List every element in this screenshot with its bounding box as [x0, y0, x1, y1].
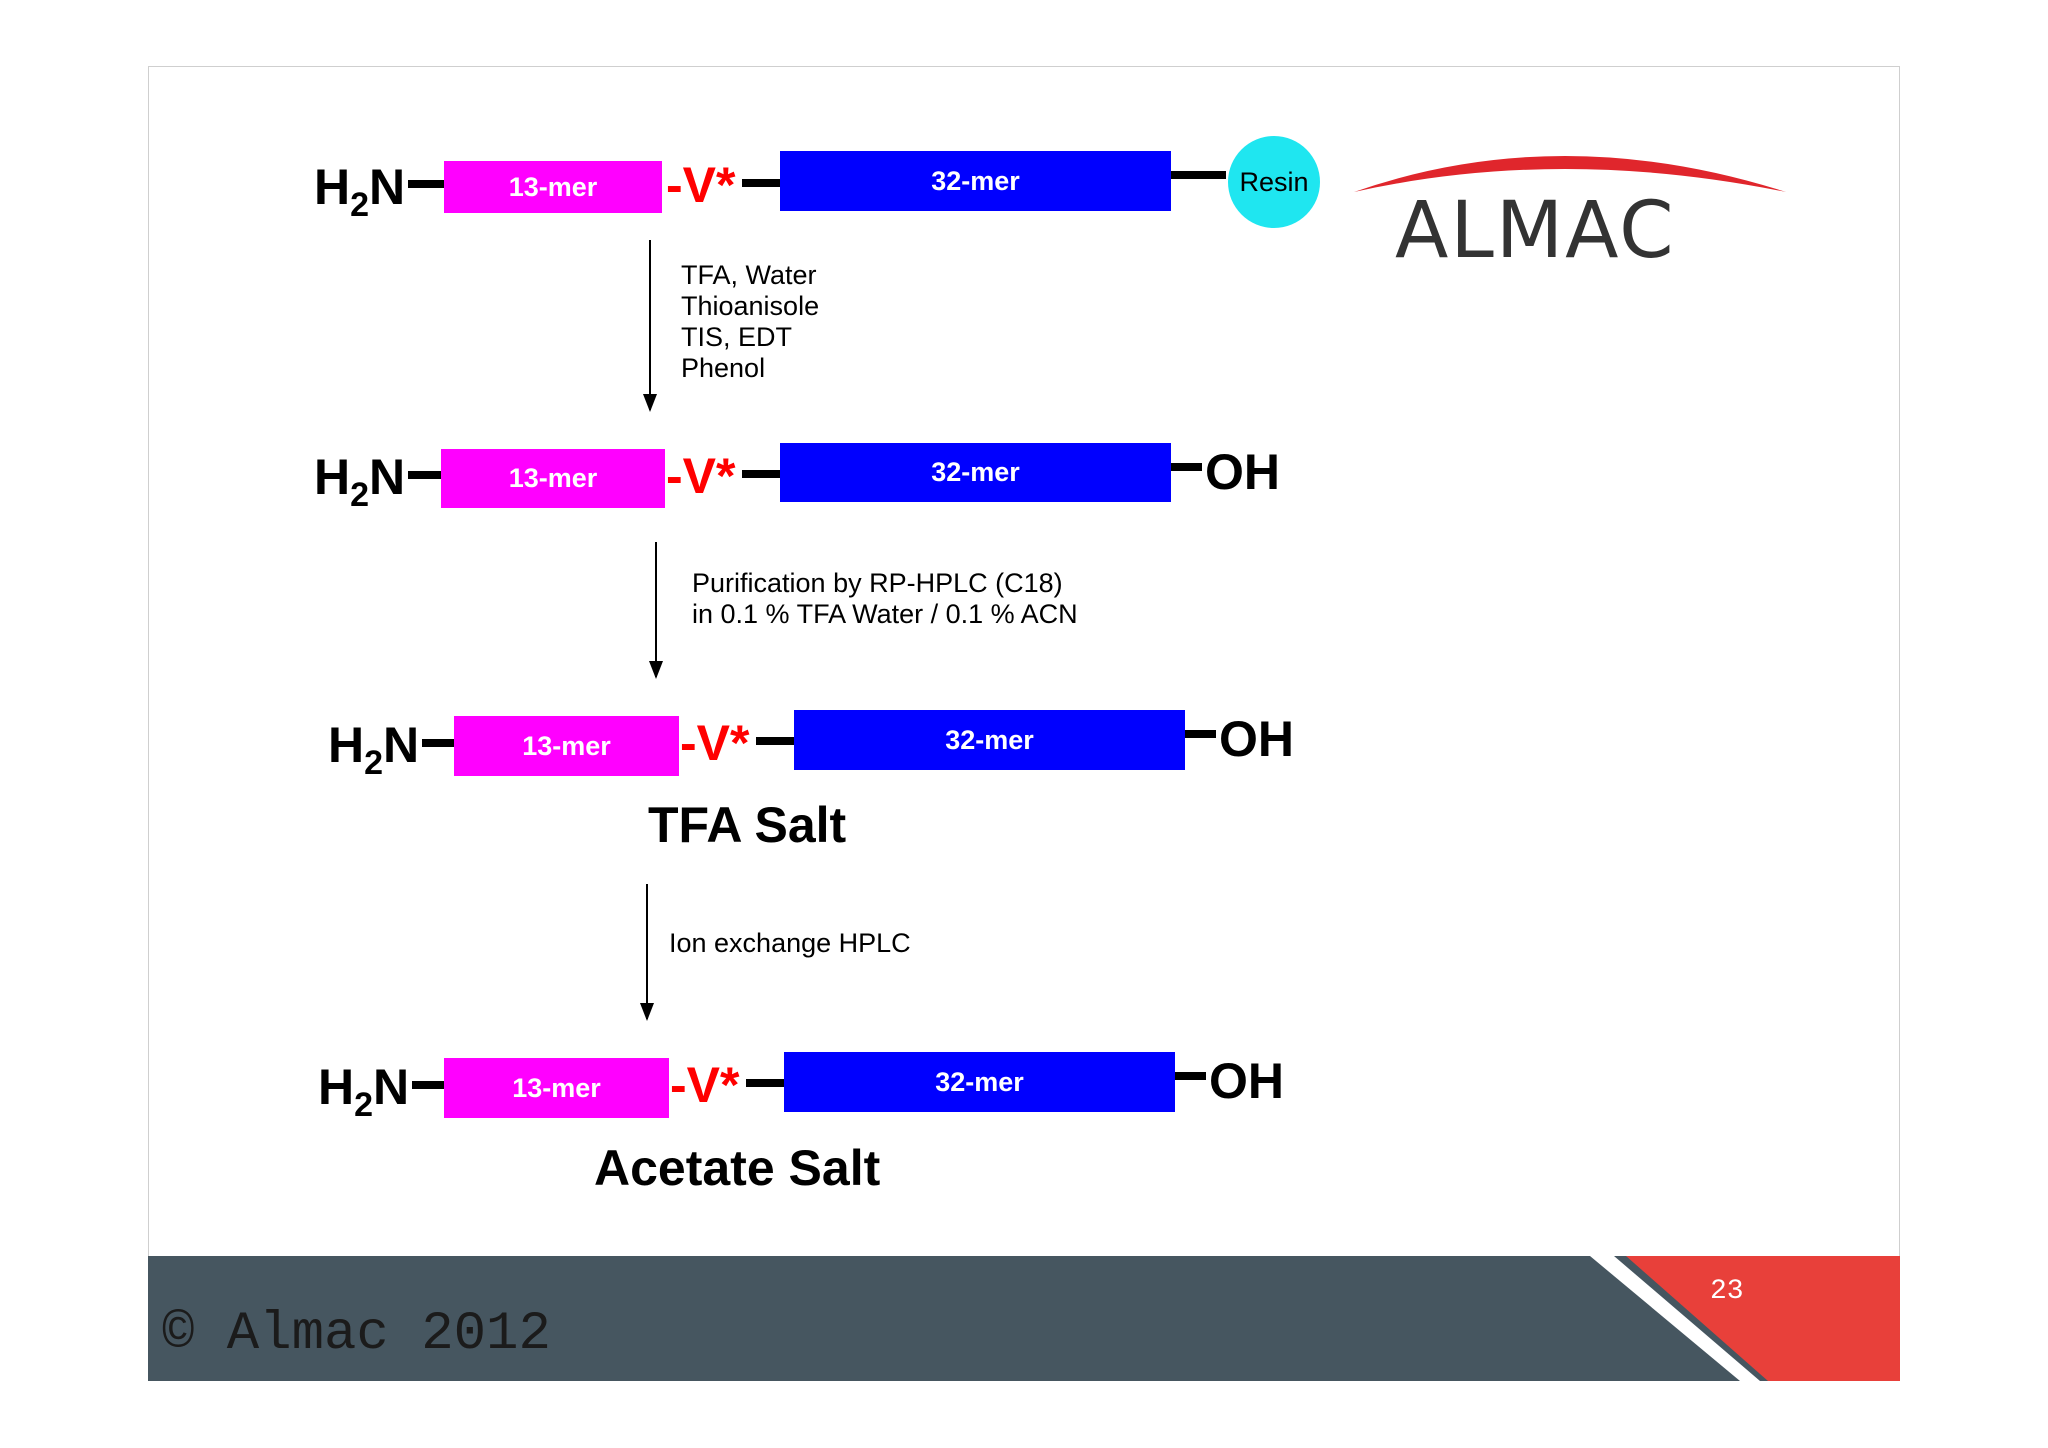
- bond: [422, 739, 454, 747]
- segment-32mer: 32-mer: [784, 1052, 1175, 1112]
- condition-line: Thioanisole: [681, 291, 820, 321]
- amine-group: H2N: [318, 1059, 410, 1124]
- reaction-conditions: Purification by RP-HPLC (C18) in 0.1 % T…: [692, 568, 1078, 630]
- copyright-text: © Almac 2012: [162, 1304, 551, 1365]
- footer-bar: [148, 1256, 1900, 1381]
- condition-line: Phenol: [681, 353, 766, 383]
- footer-accent: [1590, 1256, 1900, 1381]
- almac-logo: ALMAC: [1395, 186, 1676, 276]
- page-number: 23: [1710, 1276, 1744, 1307]
- condition-line: Purification by RP-HPLC (C18): [692, 568, 1063, 598]
- salt-form-label: Acetate Salt: [594, 1140, 881, 1196]
- linker-v-star: -V*: [666, 157, 736, 213]
- segment-32mer: 32-mer: [794, 710, 1185, 770]
- segment-13mer: 13-mer: [441, 449, 665, 508]
- resin-bead: Resin: [1228, 136, 1320, 228]
- reaction-arrow: [649, 542, 663, 679]
- segment-13mer: 13-mer: [454, 716, 679, 776]
- segment-13mer: 13-mer: [444, 1058, 669, 1118]
- logo-swoosh-icon: [1354, 156, 1786, 192]
- condition-line: in 0.1 % TFA Water / 0.1 % ACN: [692, 599, 1078, 629]
- condition-line: TFA, Water: [681, 260, 817, 290]
- hydroxyl-terminus: OH: [1219, 711, 1294, 767]
- linker-v-star: -V*: [666, 448, 736, 504]
- bond: [1175, 1072, 1206, 1080]
- bond: [742, 470, 780, 478]
- amine-group: H2N: [314, 159, 406, 224]
- reaction-arrow: [640, 884, 654, 1021]
- reaction-conditions: Ion exchange HPLC: [669, 928, 911, 959]
- linker-v-star: -V*: [670, 1057, 740, 1113]
- condition-line: Ion exchange HPLC: [669, 928, 911, 958]
- hydroxyl-terminus: OH: [1209, 1053, 1284, 1109]
- bond: [1185, 730, 1216, 738]
- amine-group: H2N: [314, 449, 406, 514]
- bond: [408, 471, 441, 479]
- bond: [408, 180, 444, 188]
- bond: [1171, 463, 1202, 471]
- bond: [742, 179, 780, 187]
- amine-group: H2N: [328, 717, 420, 782]
- bond: [412, 1081, 444, 1089]
- linker-v-star: -V*: [680, 715, 750, 771]
- reaction-arrow: [643, 240, 657, 412]
- bond: [756, 737, 794, 745]
- segment-32mer: 32-mer: [780, 443, 1171, 502]
- hydroxyl-terminus: OH: [1205, 444, 1280, 500]
- segment-13mer: 13-mer: [444, 161, 662, 213]
- reaction-conditions: TFA, Water Thioanisole TIS, EDT Phenol: [681, 260, 819, 384]
- bond: [1171, 171, 1226, 179]
- salt-form-label: TFA Salt: [648, 797, 847, 853]
- condition-line: TIS, EDT: [681, 322, 793, 352]
- bond: [746, 1079, 784, 1087]
- segment-32mer: 32-mer: [780, 151, 1171, 211]
